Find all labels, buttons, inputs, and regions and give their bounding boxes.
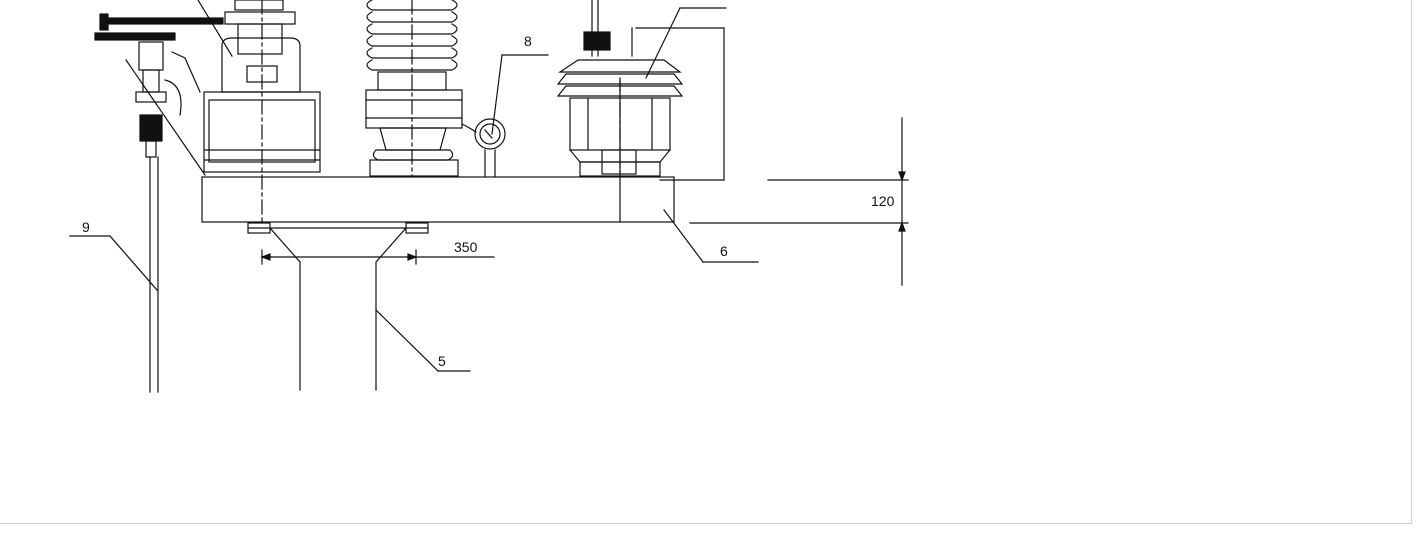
upper-leaders (197, 0, 727, 79)
dimension-120 (689, 117, 909, 286)
pressure-gauge (461, 118, 506, 177)
dimension-label-350: 350 (454, 239, 478, 255)
support-brackets (247, 222, 429, 391)
callout-leader-9 (69, 235, 158, 291)
right-transformer (556, 0, 725, 181)
callout-leader-6 (663, 209, 759, 263)
page-border (0, 0, 1412, 524)
callout-label-8: 8 (524, 33, 532, 49)
post-insulator (365, 0, 463, 177)
callout-label-5: 5 (438, 353, 446, 369)
dimension-350 (260, 249, 495, 265)
dimension-label-120: 120 (871, 193, 895, 209)
operating-mechanism (94, 13, 224, 393)
callout-label-9: 9 (82, 219, 90, 235)
callout-label-6: 6 (720, 243, 728, 259)
left-transformer (203, 0, 321, 226)
callout-leader-8 (491, 54, 549, 135)
callout-leader-5 (375, 309, 471, 372)
